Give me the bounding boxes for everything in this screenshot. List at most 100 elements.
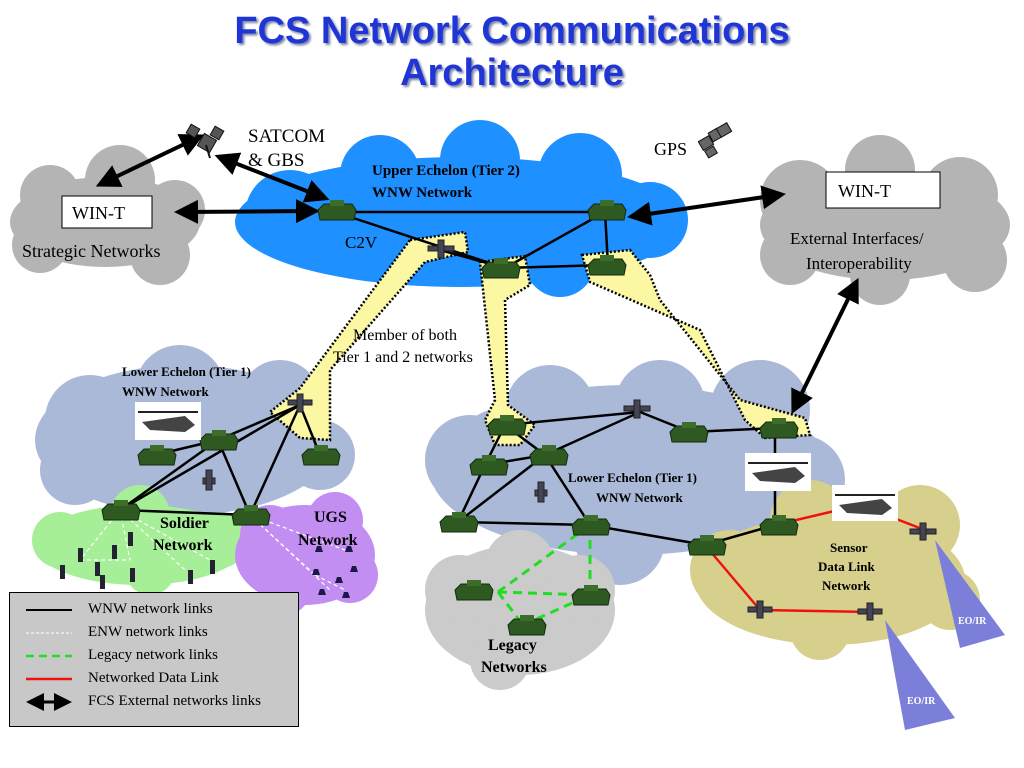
soldier-network-label: Soldier [160, 515, 209, 532]
upper-echelon-label-2: WNW Network [372, 185, 473, 201]
vehicle-icon [199, 430, 239, 451]
legend-item: Networked Data Link [10, 668, 298, 690]
wint-right-label: WIN-T [838, 181, 891, 201]
legend-swatch [26, 693, 72, 711]
strategic-networks-label: Strategic Networks [22, 241, 160, 261]
vehicle-icon [301, 445, 341, 466]
eoir-label-2: EO/IR [907, 696, 936, 707]
legend-swatch [26, 654, 72, 658]
vehicle-icon [137, 445, 177, 466]
page-title: FCS Network Communications Architecture [0, 10, 1024, 94]
soldier-icon [60, 565, 65, 579]
vehicle-icon [687, 535, 727, 556]
vehicle-icon [571, 515, 611, 536]
uav-icon [623, 399, 651, 419]
lower-echelon-left-label: Lower Echelon (Tier 1) [122, 364, 251, 379]
helicopters [135, 402, 898, 521]
legend-swatch [26, 632, 72, 634]
vehicle-icon [587, 200, 627, 221]
diagram-labels: SATCOM & GBS GPS Upper Echelon (Tier 2) … [22, 126, 987, 707]
vehicle-icon [439, 512, 479, 533]
title-line-2: Architecture [400, 52, 624, 94]
vehicle-icon [587, 255, 627, 276]
uav-icon [909, 522, 937, 541]
vehicles [101, 200, 799, 636]
vehicle-icon [529, 445, 569, 466]
external-links [95, 134, 859, 415]
soldier-icon [78, 548, 83, 562]
vehicle-icon [317, 200, 357, 221]
soldier-icon [130, 568, 135, 582]
upper-echelon-label: Upper Echelon (Tier 2) [372, 163, 520, 179]
lower-echelon-right-label: Lower Echelon (Tier 1) [568, 470, 697, 485]
legend-label: Networked Data Link [88, 670, 219, 686]
soldier-network-label-2: Network [153, 537, 213, 554]
legacy-networks-label: Legacy [488, 637, 537, 654]
external-interfaces-label: External Interfaces/ [790, 229, 924, 248]
soldier-icon [95, 562, 100, 576]
helicopter-icon [135, 402, 201, 440]
uav-icon [747, 600, 773, 619]
ugs-sensor-icon [345, 546, 353, 552]
vehicle-icon [481, 258, 521, 279]
lower-echelon-right-label-2: WNW Network [596, 490, 684, 505]
gps-label: GPS [654, 139, 687, 159]
aircraft [202, 239, 937, 621]
vehicle-icon [231, 505, 271, 526]
uav-icon [202, 469, 216, 491]
soldier-icon [188, 570, 193, 584]
legend-swatch [26, 609, 72, 611]
helicopter-icon [745, 453, 811, 491]
member-of-both-highlights [268, 230, 812, 447]
eoir-label-1: EO/IR [958, 616, 987, 627]
c2v-label: C2V [345, 233, 378, 252]
vehicle-icon [759, 515, 799, 536]
soldier-icon [128, 532, 133, 546]
soldier-icon [210, 560, 215, 574]
legend-label: ENW network links [88, 624, 208, 640]
sensor-network-label-2: Data Link [818, 559, 875, 574]
ugs-network-label-2: Network [298, 532, 358, 549]
wint-left-box [61, 195, 153, 229]
eoir-beams [885, 540, 1005, 730]
member-of-both-label: Member of both [353, 327, 457, 344]
satcom-label: SATCOM [248, 126, 325, 147]
legend-item: ENW network links [10, 622, 298, 644]
soldier-icon [112, 545, 117, 559]
gps-satellite-icon [697, 121, 733, 159]
vehicle-icon [669, 422, 709, 443]
sensor-network-label: Sensor [830, 540, 868, 555]
legend-label: Legacy network links [88, 647, 218, 663]
vehicle-icon [571, 585, 611, 606]
vehicle-icon [759, 418, 799, 439]
ugs-icons [312, 546, 358, 598]
vehicle-icon [101, 500, 141, 521]
ugs-sensor-icon [315, 546, 323, 552]
external-interfaces-label-2: Interoperability [806, 254, 912, 273]
external-interfaces-cloud [760, 135, 1010, 305]
legend-swatch [26, 677, 72, 681]
uav-icon [857, 602, 883, 621]
ugs-sensor-icon [335, 577, 343, 583]
lower-echelon-left-label-2: WNW Network [122, 384, 210, 399]
vehicle-icon [469, 455, 509, 476]
legend-item: Legacy network links [10, 645, 298, 667]
wint-right-box [825, 171, 941, 209]
ugs-sensor-icon [350, 566, 358, 572]
soldier-icons [60, 532, 215, 589]
ugs-sensor-icon [312, 569, 320, 575]
member-of-both-label-2: Tier 1 and 2 networks [333, 349, 473, 366]
ugs-sensor-icon [318, 589, 326, 595]
uav-icon [534, 481, 548, 503]
wint-left-label: WIN-T [72, 203, 125, 223]
uav-icon [287, 393, 313, 413]
legacy-networks-label-2: Networks [481, 659, 547, 676]
legend-label: WNW network links [88, 601, 213, 617]
legend-item: FCS External networks links [10, 691, 298, 713]
vehicle-icon [507, 615, 547, 636]
ugs-sensor-icon [342, 592, 350, 598]
vehicle-icon [454, 580, 494, 601]
satcom-label-2: & GBS [248, 150, 305, 171]
